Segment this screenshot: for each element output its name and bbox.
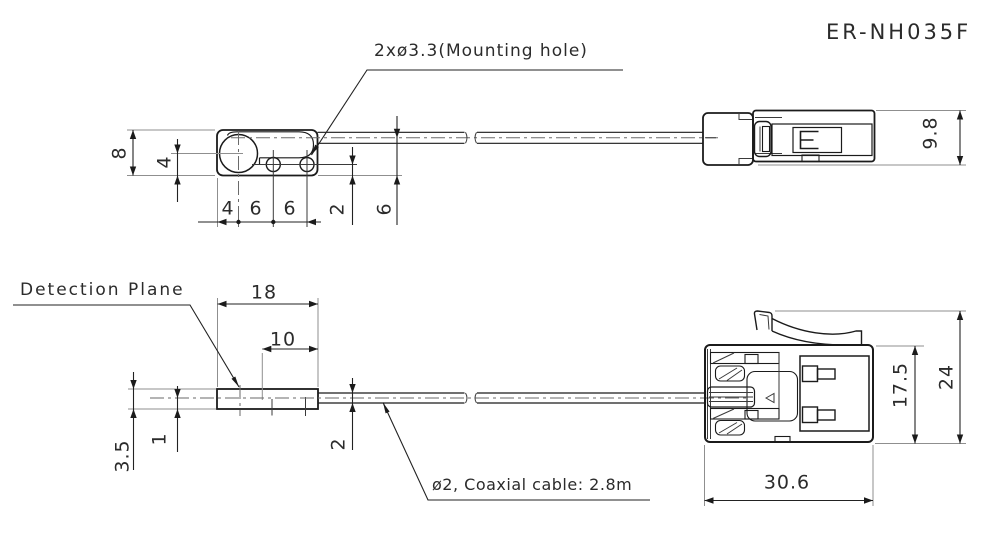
dim-cable-offset: 1 bbox=[148, 432, 171, 446]
drawing-title: ER-NH035F bbox=[826, 20, 972, 44]
dim-window: 10 bbox=[269, 328, 297, 351]
coaxial-cable-note: ø2, Coaxial cable: 2.8m bbox=[432, 475, 633, 494]
dim-connector-height: 9.8 bbox=[919, 116, 942, 150]
bottom-view bbox=[13, 298, 966, 506]
dim-chain-4: 4 bbox=[221, 197, 235, 220]
dim-connector-body-height: 17.5 bbox=[889, 361, 912, 409]
dim-connector-width: 30.6 bbox=[763, 471, 811, 494]
detection-plane-label: Detection Plane bbox=[20, 280, 185, 300]
dim-hole-bottom: 2 bbox=[326, 202, 349, 216]
dim-connector-overall-height: 24 bbox=[935, 363, 958, 391]
dim-cable-axis: 6 bbox=[373, 202, 396, 216]
dim-head-length: 18 bbox=[250, 281, 278, 304]
dim-chain-6b: 6 bbox=[283, 197, 297, 220]
top-view bbox=[127, 69, 966, 227]
dim-head-height: 8 bbox=[108, 146, 131, 160]
mounting-hole-note: 2xø3.3(Mounting hole) bbox=[374, 41, 588, 61]
dim-lens-center: 4 bbox=[153, 155, 176, 169]
dim-chain-6a: 6 bbox=[249, 197, 263, 220]
dim-head-thickness: 3.5 bbox=[111, 439, 134, 473]
dim-cable-diameter: 2 bbox=[327, 437, 350, 451]
